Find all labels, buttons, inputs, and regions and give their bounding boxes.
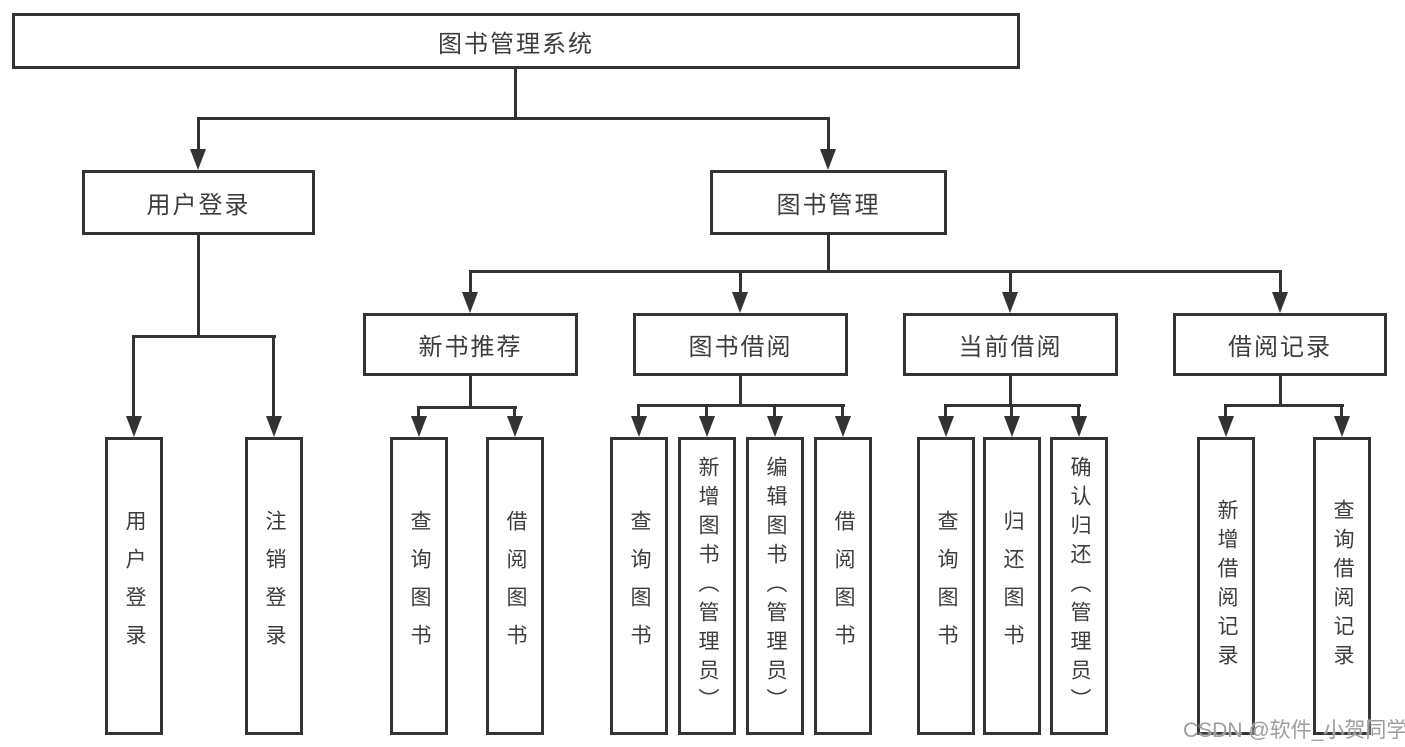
leaf-return-books: 归还图书 <box>983 437 1041 735</box>
leaf-label: 借阅图书 <box>832 510 855 662</box>
arrowhead-down <box>1218 416 1234 437</box>
connector-line <box>197 117 830 120</box>
leaf-label: 用户登录 <box>123 510 146 662</box>
connector-line <box>513 406 516 420</box>
connector-line <box>469 270 1282 273</box>
arrowhead-down <box>507 416 523 437</box>
leaf-add-borrow-record: 新增借阅记录 <box>1197 437 1255 735</box>
arrowhead-down <box>1002 292 1018 313</box>
connector-line <box>638 404 845 407</box>
node-borrow-records: 借阅记录 <box>1173 313 1387 376</box>
connector-line <box>827 234 830 272</box>
connector-line <box>841 404 844 419</box>
connector-line <box>469 270 472 295</box>
connector-line <box>637 404 640 419</box>
connector-line <box>418 406 517 409</box>
connector-line <box>773 404 776 419</box>
leaf-label: 确认归还（管理员） <box>1068 455 1091 717</box>
leaf-label: 借阅图书 <box>504 510 527 662</box>
connector-line <box>417 406 420 420</box>
connector-line <box>1009 375 1012 406</box>
leaf-user-login: 用户登录 <box>105 437 163 735</box>
connector-line <box>705 404 708 419</box>
arrowhead-down <box>1071 416 1087 437</box>
arrowhead-down <box>462 292 478 313</box>
arrowhead-down <box>631 416 647 437</box>
connector-line <box>1340 404 1343 419</box>
arrowhead-down <box>835 416 851 437</box>
arrowhead-down <box>1004 416 1020 437</box>
node-user-login: 用户登录 <box>82 170 315 235</box>
arrowhead-down <box>699 416 715 437</box>
node-current-borrow: 当前借阅 <box>903 313 1118 376</box>
leaf-label: 编辑图书（管理员） <box>764 455 787 717</box>
connector-line <box>1224 404 1227 419</box>
leaf-query-borrow-record: 查询借阅记录 <box>1313 437 1371 735</box>
connector-line <box>197 117 200 151</box>
arrowhead-down <box>938 416 954 437</box>
connector-line <box>133 335 276 338</box>
arrowhead-down <box>190 149 206 170</box>
node-root: 图书管理系统 <box>12 13 1020 69</box>
leaf-label: 查询图书 <box>408 510 431 662</box>
leaf-query-books-recommend: 查询图书 <box>390 437 448 735</box>
node-new-book-recommend: 新书推荐 <box>363 313 578 376</box>
connector-line <box>1225 404 1344 407</box>
connector-line <box>944 404 947 419</box>
connector-line <box>1279 375 1282 406</box>
connector-line <box>739 375 742 406</box>
leaf-borrow-books: 借阅图书 <box>814 437 872 735</box>
leaf-label: 归还图书 <box>1001 510 1024 662</box>
leaf-query-books-borrow: 查询图书 <box>610 437 668 735</box>
node-book-management: 图书管理 <box>710 170 947 235</box>
connector-line <box>132 335 135 419</box>
arrowhead-down <box>820 149 836 170</box>
connector-line <box>1279 270 1282 295</box>
arrowhead-down <box>266 416 282 437</box>
connector-line <box>272 335 275 419</box>
leaf-borrow-books-recommend: 借阅图书 <box>486 437 544 735</box>
connector-line <box>827 117 830 151</box>
arrowhead-down <box>411 416 427 437</box>
node-book-borrow: 图书借阅 <box>633 313 848 376</box>
connector-line <box>514 69 517 118</box>
connector-line <box>469 375 472 409</box>
leaf-confirm-return-admin: 确认归还（管理员） <box>1050 437 1108 735</box>
csdn-watermark: CSDN @软件_小贺同学 <box>1183 719 1405 742</box>
connector-line <box>1009 270 1012 295</box>
leaf-edit-books-admin: 编辑图书（管理员） <box>746 437 804 735</box>
arrowhead-down <box>767 416 783 437</box>
leaf-label: 新增图书（管理员） <box>696 455 719 717</box>
leaf-query-books-current: 查询图书 <box>917 437 975 735</box>
connector-line <box>945 404 1081 407</box>
arrowhead-down <box>1334 416 1350 437</box>
leaf-label: 查询图书 <box>628 510 651 662</box>
arrowhead-down <box>126 416 142 437</box>
leaf-logout: 注销登录 <box>245 437 303 735</box>
leaf-label: 注销登录 <box>263 510 286 662</box>
leaf-label: 新增借阅记录 <box>1215 499 1238 673</box>
connector-line <box>1077 404 1080 419</box>
connector-line <box>739 270 742 295</box>
connector-line <box>1010 404 1013 419</box>
leaf-label: 查询借阅记录 <box>1331 499 1354 673</box>
arrowhead-down <box>732 292 748 313</box>
connector-line <box>197 234 200 337</box>
leaf-add-books-admin: 新增图书（管理员） <box>678 437 736 735</box>
arrowhead-down <box>1272 292 1288 313</box>
leaf-label: 查询图书 <box>935 510 958 662</box>
